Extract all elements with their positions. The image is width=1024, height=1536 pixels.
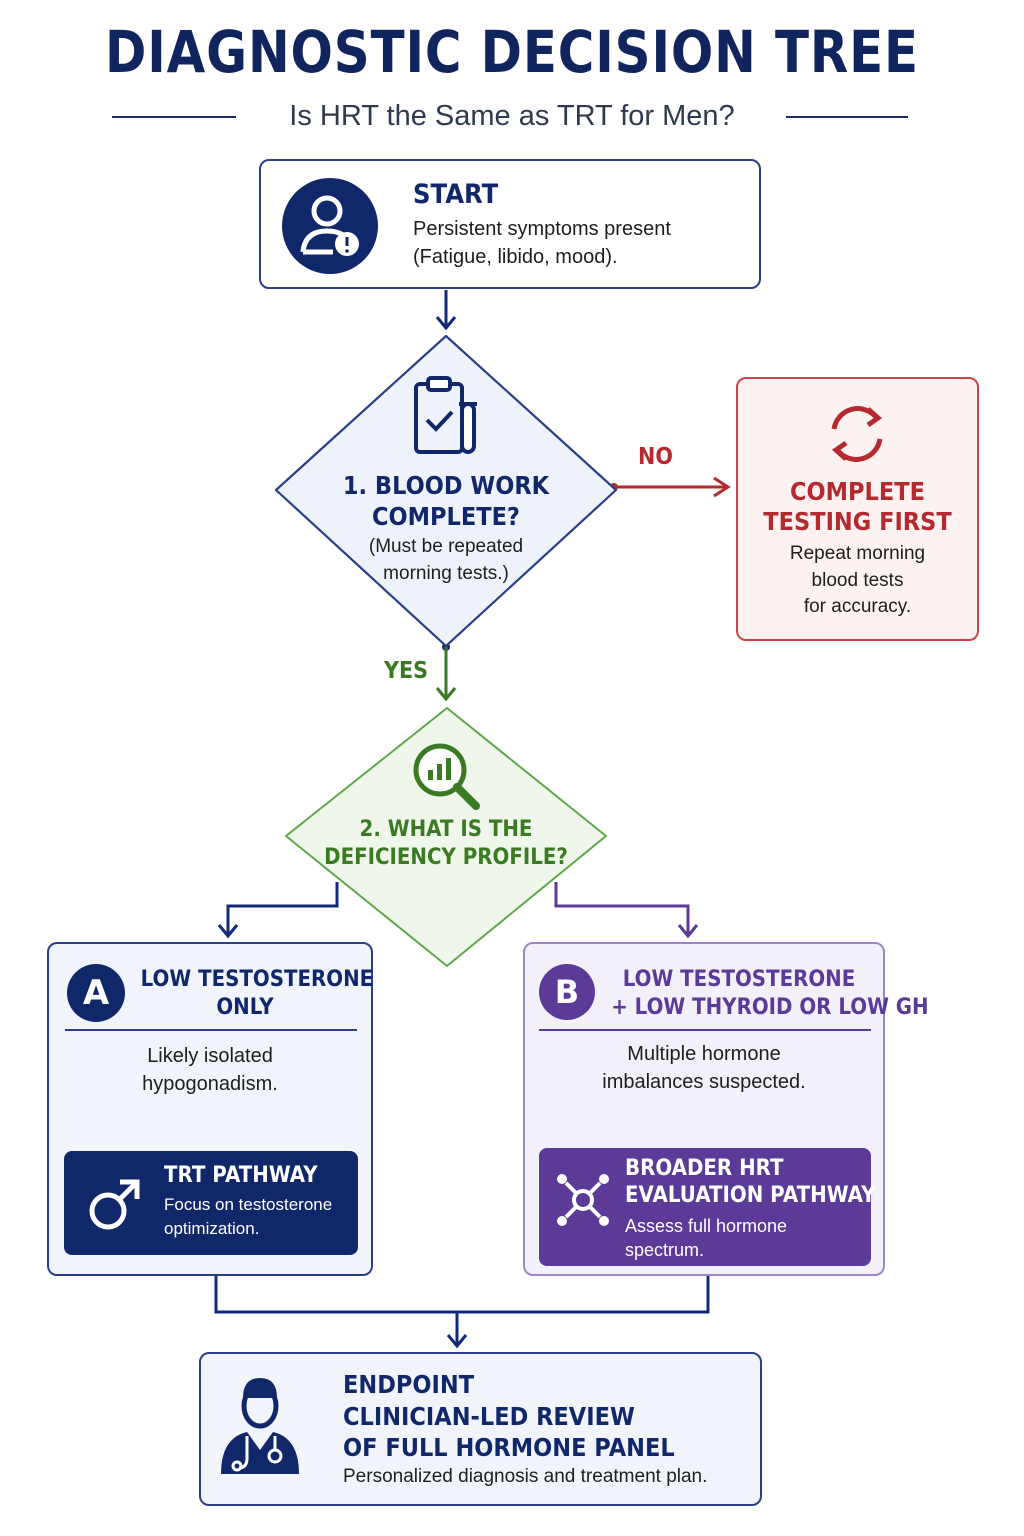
network-nodes-icon bbox=[557, 1174, 609, 1226]
arrow-to-a bbox=[226, 882, 339, 934]
decision1-note: (Must be repeated morning tests.) bbox=[368, 536, 524, 584]
title-rule-left bbox=[112, 116, 236, 118]
page-title: DIAGNOSTIC DECISION TREE bbox=[104, 18, 919, 86]
endpoint-heading: CLINICIAN-LED REVIEW OF FULL HORMONE PAN… bbox=[343, 1402, 675, 1462]
title-rule-right bbox=[786, 116, 908, 118]
page-subtitle: Is HRT the Same as TRT for Men? bbox=[289, 100, 735, 132]
male-symbol-icon bbox=[89, 1179, 140, 1230]
complete-testing-text: Repeat morning blood tests for accuracy. bbox=[789, 543, 926, 618]
doctor-icon bbox=[221, 1378, 299, 1474]
magnifier-chart-icon bbox=[413, 743, 480, 810]
path-b-badge: B bbox=[539, 964, 595, 1020]
decision2-diamond bbox=[285, 707, 607, 967]
trt-pathway-title: TRT PATHWAY bbox=[164, 1163, 318, 1188]
start-heading: START bbox=[413, 179, 499, 210]
no-label: NO bbox=[638, 444, 673, 470]
start-card: START Persistent symptoms present (Fatig… bbox=[259, 159, 761, 289]
endpoint-text: Personalized diagnosis and treatment pla… bbox=[343, 1466, 708, 1487]
hrt-pathway-text: Assess full hormone spectrum. bbox=[625, 1216, 788, 1261]
path-b-heading: LOW TESTOSTERONE + LOW THYROID OR LOW GH bbox=[611, 967, 929, 1020]
endpoint-label: ENDPOINT bbox=[343, 1370, 475, 1399]
start-text: Persistent symptoms present (Fatigue, li… bbox=[413, 218, 671, 268]
trt-pathway-box: TRT PATHWAY Focus on testosterone optimi… bbox=[64, 1151, 358, 1255]
path-a-card: A LOW TESTOSTERONE ONLY Likely isolated … bbox=[47, 942, 373, 1276]
hrt-pathway-box: BROADER HRT EVALUATION PATHWAY Assess fu… bbox=[539, 1148, 875, 1266]
decision2-heading: 2. WHAT IS THE DEFICIENCY PROFILE? bbox=[324, 817, 568, 870]
arrow-to-b bbox=[554, 882, 690, 934]
decision1-heading: 1. BLOOD WORK COMPLETE? bbox=[342, 471, 550, 532]
path-a-divider bbox=[65, 1029, 357, 1031]
path-b-text: Multiple hormone imbalances suspected. bbox=[602, 1043, 806, 1093]
arrow-merge bbox=[214, 1276, 710, 1314]
complete-testing-card: COMPLETE TESTING FIRST Repeat morning bl… bbox=[736, 377, 979, 641]
clipboard-test-tube-icon bbox=[414, 376, 477, 454]
hrt-pathway-title: BROADER HRT EVALUATION PATHWAY bbox=[625, 1156, 876, 1208]
yes-label: YES bbox=[384, 658, 429, 684]
path-a-text: Likely isolated hypogonadism. bbox=[142, 1045, 278, 1095]
decision1-diamond bbox=[274, 334, 618, 648]
path-b-card: B LOW TESTOSTERONE + LOW THYROID OR LOW … bbox=[523, 942, 929, 1276]
refresh-icon bbox=[831, 406, 883, 462]
patient-alert-icon bbox=[282, 178, 378, 274]
path-b-divider bbox=[539, 1029, 871, 1031]
trt-pathway-text: Focus on testosterone optimization. bbox=[164, 1195, 333, 1238]
complete-testing-heading: COMPLETE TESTING FIRST bbox=[763, 477, 952, 536]
path-a-heading: LOW TESTOSTERONE ONLY bbox=[140, 967, 374, 1020]
endpoint-card: ENDPOINT CLINICIAN-LED REVIEW OF FULL HO… bbox=[199, 1352, 762, 1506]
path-a-badge: A bbox=[67, 964, 125, 1022]
